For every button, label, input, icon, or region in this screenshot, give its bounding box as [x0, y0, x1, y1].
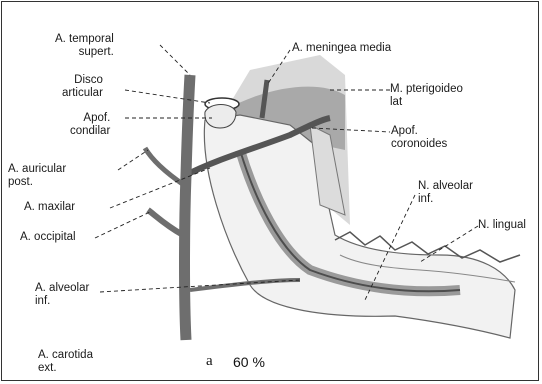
label-occipital: A. occipital	[20, 231, 76, 244]
label-lingual: N. lingual	[478, 219, 526, 232]
leader-auricular	[118, 150, 148, 170]
leader-maxilar	[110, 168, 210, 208]
auricular-branch	[145, 148, 184, 185]
label-apof-condilar: Apof.condilar	[70, 112, 110, 138]
caption-percent: 60 %	[233, 354, 265, 370]
leader-temporal	[160, 45, 190, 75]
label-apof-coronoides: Apof.coronoides	[391, 125, 447, 151]
label-meningea: A. meningea media	[292, 42, 391, 55]
caption-letter: a	[206, 353, 213, 370]
leader-disco	[125, 90, 210, 103]
condyle	[205, 105, 236, 129]
carotid-artery	[185, 75, 191, 340]
label-maxilar: A. maxilar	[24, 201, 75, 214]
occipital-branch	[148, 210, 183, 235]
leader-occipital	[95, 212, 150, 238]
